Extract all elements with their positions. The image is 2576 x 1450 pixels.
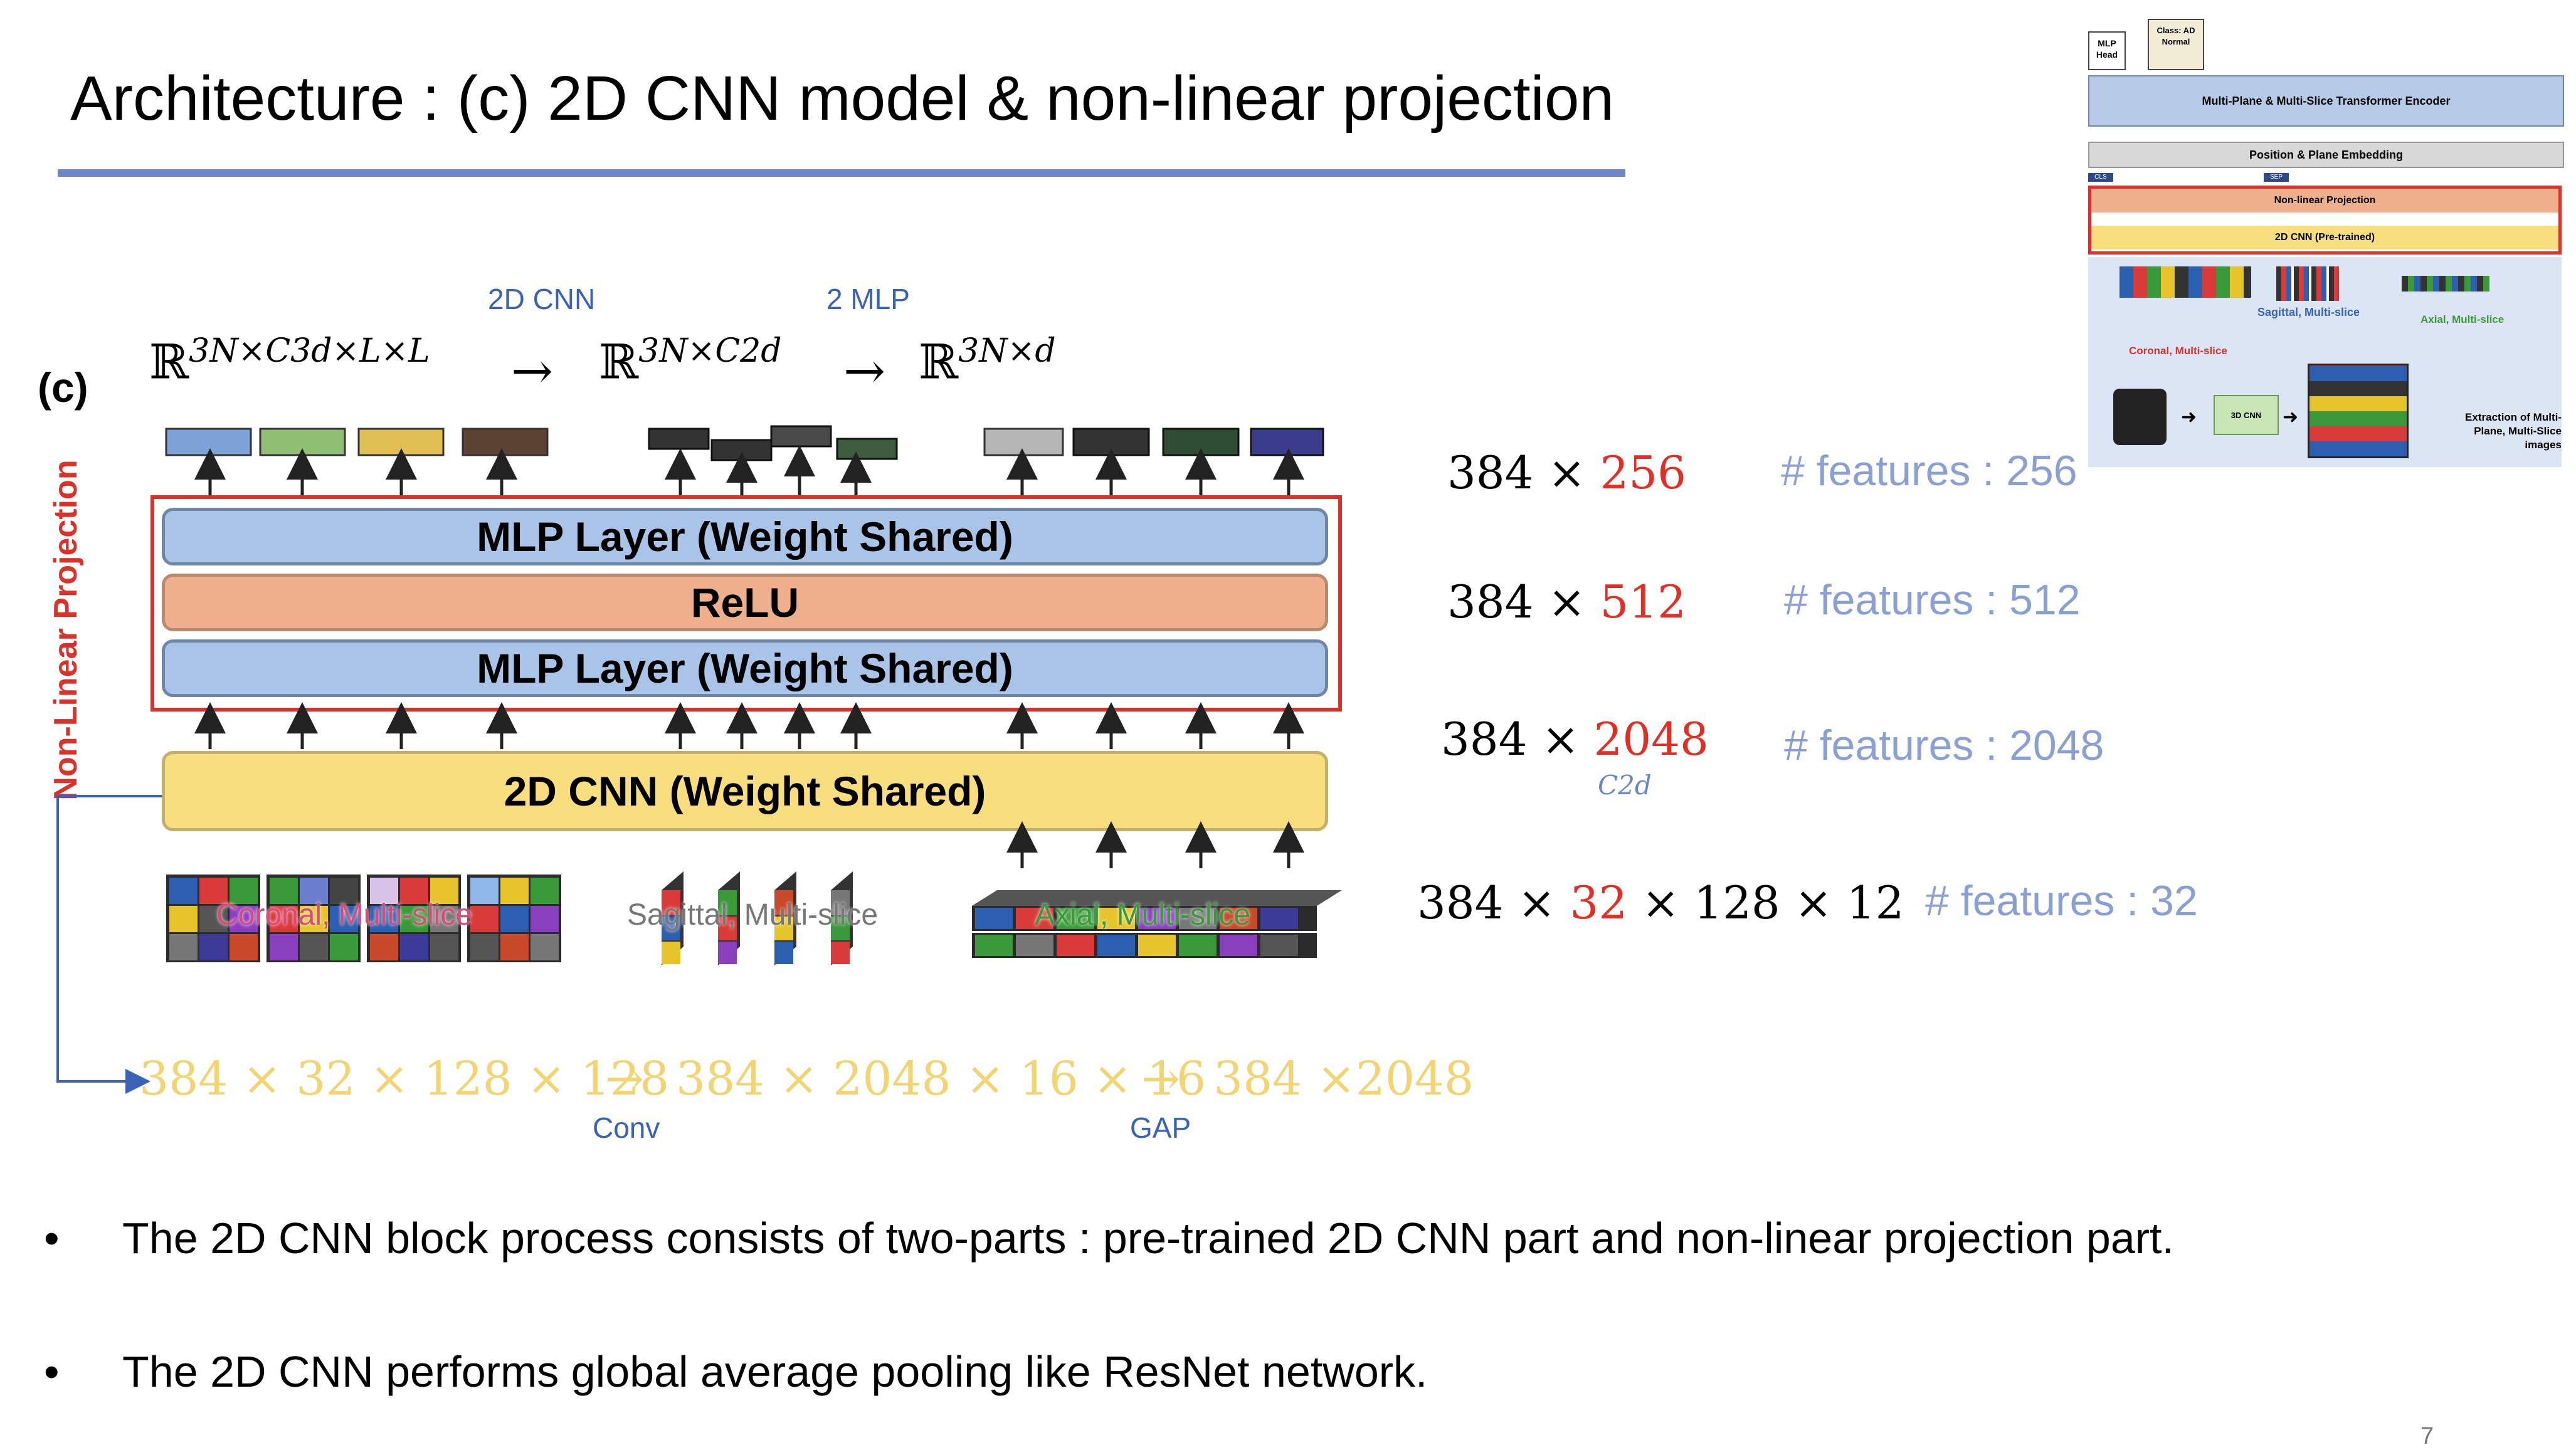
- output-token: [712, 440, 771, 460]
- thumb-3dcnn: 3D CNN: [2214, 395, 2279, 435]
- pipeline-arrow-1: →: [605, 1052, 644, 1106]
- dim-row-1: 384 × 256: [1447, 446, 1686, 499]
- thumb-class-box: Class: AD Normal: [2148, 19, 2204, 70]
- output-token: [463, 429, 547, 455]
- thumb-coronal-label: Coronal, Multi-slice: [2129, 345, 2227, 357]
- op-conv: Conv: [593, 1111, 660, 1145]
- thumb-sep-token: SEP: [2264, 173, 2289, 182]
- features-row-1: # features : 256: [1781, 446, 2077, 495]
- pipeline-arrow-2: →: [1141, 1052, 1180, 1106]
- output-token: [1251, 429, 1323, 455]
- thumb-embedding: Position & Plane Embedding: [2088, 142, 2564, 168]
- dim-row-3: 384 × 2048: [1441, 713, 1709, 765]
- thumb-axial-label: Axial, Multi-slice: [2420, 313, 2504, 326]
- thumb-cnn-pretrained: 2D CNN (Pre-trained): [2091, 226, 2558, 250]
- bullet-marker: •: [44, 1213, 60, 1263]
- sagittal-label: Sagittal, Multi-slice: [627, 898, 878, 932]
- thumb-brain-icon: [2113, 389, 2167, 445]
- output-token: [771, 426, 831, 446]
- output-token: [1074, 429, 1149, 455]
- thumb-extraction-label: Extraction of Multi-Plane, Multi-Slice i…: [2436, 411, 2562, 452]
- c2d-label: C2d: [1598, 770, 1652, 801]
- bullet-marker: •: [44, 1347, 60, 1397]
- output-token: [166, 429, 251, 455]
- thumb-cls-token: CLS: [2088, 173, 2113, 182]
- pipeline-step-2: 384 × 2048 × 16 × 16: [676, 1052, 1206, 1106]
- coronal-cube: [467, 875, 561, 962]
- thumb-mlp-head: MLP Head: [2088, 31, 2126, 70]
- coronal-label: Coronal, Multi-slice: [216, 898, 472, 932]
- output-token: [837, 439, 897, 459]
- output-token: [984, 429, 1063, 455]
- features-row-3: # features : 2048: [1784, 721, 2104, 770]
- thumb-sagittal-label: Sagittal, Multi-slice: [2257, 306, 2360, 319]
- output-tokens: [166, 426, 1323, 460]
- output-token: [260, 429, 345, 455]
- axial-label: Axial, Multi-slice: [1035, 898, 1250, 932]
- thumb-axial-cubes: [2402, 276, 2489, 292]
- pipeline-step-3: 384 ×2048: [1213, 1052, 1474, 1106]
- page-number: 7: [2420, 1423, 2434, 1450]
- pipeline-step-1: 384 × 32 × 128 × 128: [139, 1052, 669, 1106]
- thumb-arrow-icon: ➜: [2181, 406, 2197, 428]
- dim-row-2: 384 × 512: [1447, 575, 1686, 628]
- thumb-nonlinear: Non-linear Projection: [2091, 189, 2558, 213]
- thumb-coronal-cubes: [2119, 266, 2251, 298]
- thumb-encoder: Multi-Plane & Multi-Slice Transformer En…: [2088, 75, 2564, 127]
- op-gap: GAP: [1130, 1111, 1191, 1145]
- thumb-sagittal-cubes: [2276, 266, 2339, 301]
- bullet-text: The 2D CNN block process consists of two…: [122, 1213, 2174, 1263]
- features-row-4: # features : 32: [1925, 876, 2198, 925]
- dim-row-4: 384 × 32 × 128 × 12: [1417, 876, 1904, 929]
- output-token: [649, 429, 709, 449]
- output-token: [1163, 429, 1238, 455]
- bullet-text: The 2D CNN performs global average pooli…: [122, 1347, 1428, 1397]
- axial-slab: [972, 933, 1317, 958]
- architecture-thumbnail: MLP Head Class: AD Normal Multi-Plane & …: [2088, 19, 2565, 470]
- features-row-2: # features : 512: [1784, 575, 2081, 624]
- thumb-arrow-icon: ➜: [2283, 406, 2298, 428]
- output-token: [359, 429, 443, 455]
- thumb-main-cube: [2308, 364, 2409, 458]
